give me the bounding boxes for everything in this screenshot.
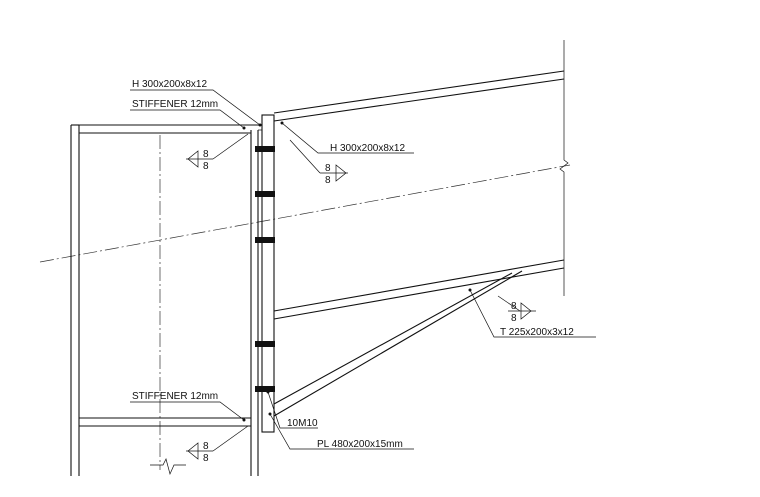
rafter-break-line bbox=[559, 40, 569, 296]
label-bolts: 10M10 bbox=[287, 418, 318, 429]
leader-weld-4 bbox=[212, 425, 249, 452]
weld-1-top-size: 8 bbox=[203, 149, 209, 160]
rafter-bottom-flange-inner bbox=[273, 259, 565, 312]
weld-symbol-4: 8 8 bbox=[186, 441, 213, 464]
label-rafter-beam: H 300x200x8x12 bbox=[330, 143, 405, 154]
bottom-stiffener bbox=[79, 417, 251, 427]
leaders bbox=[130, 89, 596, 452]
bolt bbox=[255, 386, 275, 392]
bolt-group bbox=[255, 146, 275, 392]
column bbox=[70, 124, 259, 476]
leader-weld-1 bbox=[212, 133, 249, 160]
brace bbox=[273, 270, 523, 417]
leader-main-beam-top bbox=[130, 89, 261, 126]
weld-3-bottom-size: 8 bbox=[511, 313, 517, 324]
weld-symbol-1: 8 8 bbox=[186, 149, 213, 172]
weld-3-top-size: 8 bbox=[511, 301, 517, 312]
rafter-beam bbox=[273, 40, 569, 320]
rafter-top-flange-outer bbox=[273, 70, 565, 114]
leader-rafter-beam bbox=[281, 122, 414, 154]
top-beam bbox=[79, 124, 262, 134]
label-stiffener-bottom: STIFFENER 12mm bbox=[132, 391, 218, 402]
label-stiffener-top: STIFFENER 12mm bbox=[132, 99, 218, 110]
column-break-symbol bbox=[150, 458, 186, 476]
leader-bolts bbox=[267, 391, 318, 429]
rafter-bottom-flange-outer bbox=[273, 267, 565, 320]
leader-stiffener-bottom bbox=[130, 401, 245, 421]
weld-4-bottom-size: 8 bbox=[203, 453, 209, 464]
weld-symbol-2: 8 8 bbox=[320, 163, 348, 186]
bolt bbox=[255, 237, 275, 243]
label-main-beam-top: H 300x200x8x12 bbox=[132, 79, 207, 90]
annotations: H 300x200x8x12 STIFFENER 12mm H 300x200x… bbox=[132, 79, 574, 450]
leader-brace bbox=[469, 289, 596, 338]
beam-centerline bbox=[39, 164, 571, 263]
center-lines bbox=[39, 135, 571, 470]
leader-weld-2 bbox=[289, 139, 321, 174]
bolt bbox=[255, 191, 275, 197]
leader-weld-3 bbox=[497, 295, 521, 312]
brace-upper-line bbox=[273, 272, 513, 405]
label-brace: T 225x200x3x12 bbox=[500, 327, 574, 338]
weld-2-bottom-size: 8 bbox=[325, 175, 331, 186]
rafter-top-flange-inner bbox=[273, 78, 565, 122]
weld-symbol-3: 8 8 bbox=[508, 301, 536, 324]
brace-lower-line bbox=[273, 270, 523, 417]
label-end-plate: PL 480x200x15mm bbox=[317, 439, 403, 450]
end-plate-outline bbox=[261, 114, 275, 433]
leader-end-plate bbox=[269, 413, 414, 450]
end-plate bbox=[258, 114, 275, 433]
leader-stiffener-top bbox=[130, 109, 245, 129]
bolt bbox=[255, 146, 275, 152]
bolt bbox=[255, 341, 275, 347]
weld-1-bottom-size: 8 bbox=[203, 161, 209, 172]
weld-2-top-size: 8 bbox=[325, 163, 331, 174]
weld-4-top-size: 8 bbox=[203, 441, 209, 452]
